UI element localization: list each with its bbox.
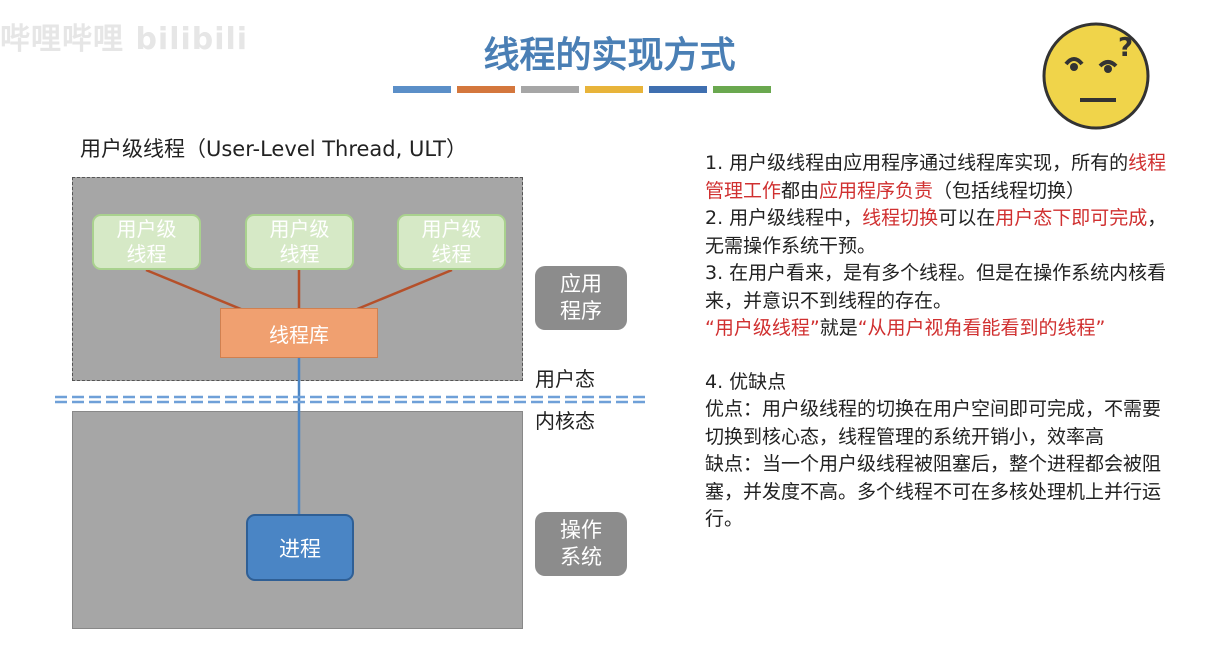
note-4-cons: 缺点：当一个用户级线程被阻塞后，整个进程都会被阻塞，并发度不高。多个线程不可在多…: [705, 453, 1162, 530]
user-thread-box-1: 用户级 线程: [92, 214, 201, 270]
user-thread-box-3: 用户级 线程: [397, 214, 506, 270]
kernel-space-region: [72, 411, 523, 629]
notes-panel: 1. 用户级线程由应用程序通过线程库实现，所有的线程管理工作都由应用程序负责（包…: [705, 150, 1170, 534]
kernel-mode-label: 内核态: [535, 409, 595, 433]
title-underline-bar-2: [457, 86, 515, 93]
title-underline-bar-1: [393, 86, 451, 93]
title-underline-bar-5: [649, 86, 707, 93]
title-underline-bar-4: [585, 86, 643, 93]
process-box: 进程: [246, 514, 354, 581]
note-3-quote: “用户级线程”就是“从用户视角看能看到的线程”: [705, 317, 1106, 339]
note-4-title: 4. 优缺点: [705, 370, 787, 393]
user-mode-label: 用户态: [535, 367, 595, 391]
user-thread-box-2: 用户级 线程: [245, 214, 354, 270]
note-1: 1. 用户级线程由应用程序通过线程库实现，所有的线程管理工作都由应用程序负责（包…: [705, 152, 1167, 202]
note-2: 2. 用户级线程中，线程切换可以在用户态下即可完成，无需操作系统干预。: [705, 207, 1167, 257]
thread-library-box: 线程库: [220, 308, 378, 358]
title-underline-bar-3: [521, 86, 579, 93]
note-3: 3. 在用户看来，是有多个线程。但是在操作系统内核看来，并意识不到线程的存在。: [705, 262, 1167, 312]
watermark: 哔哩哔哩 bilibili: [0, 22, 249, 57]
diagram-subtitle: 用户级线程（User-Level Thread, ULT）: [80, 137, 467, 161]
svg-text:?: ?: [1118, 33, 1133, 63]
note-4-pros: 优点：用户级线程的切换在用户空间即可完成，不需要切换到核心态，线程管理的系统开销…: [705, 398, 1162, 448]
os-tag: 操作 系统: [535, 512, 627, 576]
thinking-face-icon: ?: [1042, 22, 1150, 130]
page-title: 线程的实现方式: [483, 35, 736, 76]
application-tag: 应用 程序: [535, 266, 627, 330]
title-underline-bar-6: [713, 86, 771, 93]
